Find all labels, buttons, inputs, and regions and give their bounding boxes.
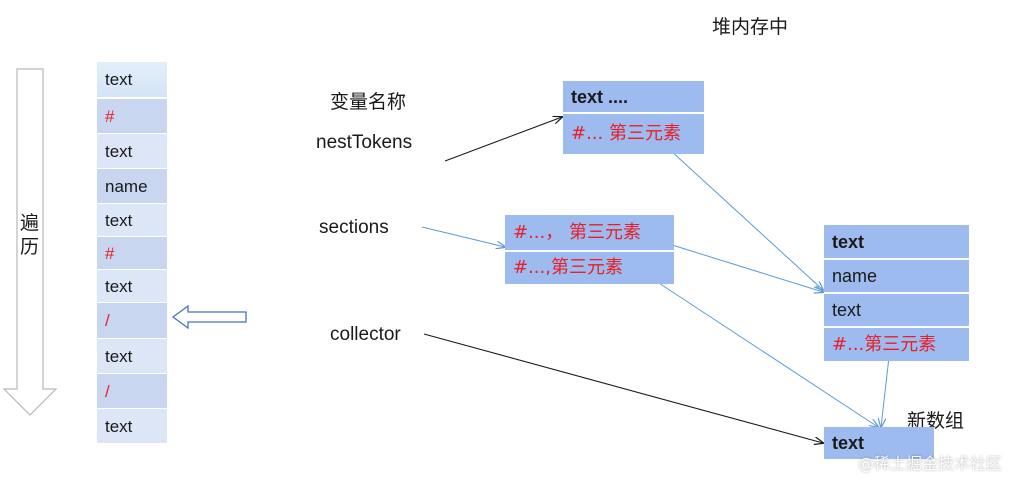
- variable-collector: collector: [330, 324, 401, 345]
- current-pointer-arrow: [171, 304, 247, 330]
- token-cell: name: [97, 169, 167, 203]
- variable-names-title: 变量名称: [330, 91, 407, 113]
- arrow-nested-to-new: [881, 356, 890, 427]
- token-cell: text: [97, 270, 167, 302]
- traverse-down-arrow: [2, 68, 58, 416]
- heap-cell: text ....: [563, 81, 704, 112]
- traverse-label: 遍历: [20, 212, 40, 258]
- variable-sections: sections: [319, 217, 389, 238]
- token-cell: text: [97, 339, 167, 373]
- heap-cell: #...,第三元素: [505, 252, 674, 284]
- arrow-collector: [423, 333, 823, 443]
- token-cell: #: [97, 99, 167, 133]
- token-cell: /: [97, 303, 167, 338]
- heap-title: 堆内存中: [712, 16, 789, 38]
- new-array-cell: text: [824, 427, 934, 459]
- arrow-sec2-to-new: [635, 267, 878, 427]
- heap-cell: #... 第三元素: [563, 114, 704, 154]
- watermark: @稀土掘金技术社区: [858, 454, 1003, 473]
- new-array-label: 新数组: [907, 410, 965, 432]
- heap-cell: name: [824, 260, 969, 292]
- token-cell: text: [97, 204, 167, 236]
- token-cell: text: [97, 62, 167, 97]
- heap-cell: #...， 第三元素: [505, 215, 674, 250]
- token-cell: text: [97, 134, 167, 168]
- token-cell: #: [97, 237, 167, 269]
- arrow-nesttokens: [444, 117, 562, 162]
- token-cell: text: [97, 409, 167, 443]
- token-cell: /: [97, 374, 167, 408]
- arrow-top-to-nested: [669, 149, 823, 290]
- heap-cell: #...第三元素: [824, 328, 969, 361]
- arrow-sections: [421, 226, 505, 247]
- heap-cell: text: [824, 294, 969, 326]
- heap-cell: text: [824, 225, 969, 258]
- variable-nesttokens: nestTokens: [316, 132, 413, 153]
